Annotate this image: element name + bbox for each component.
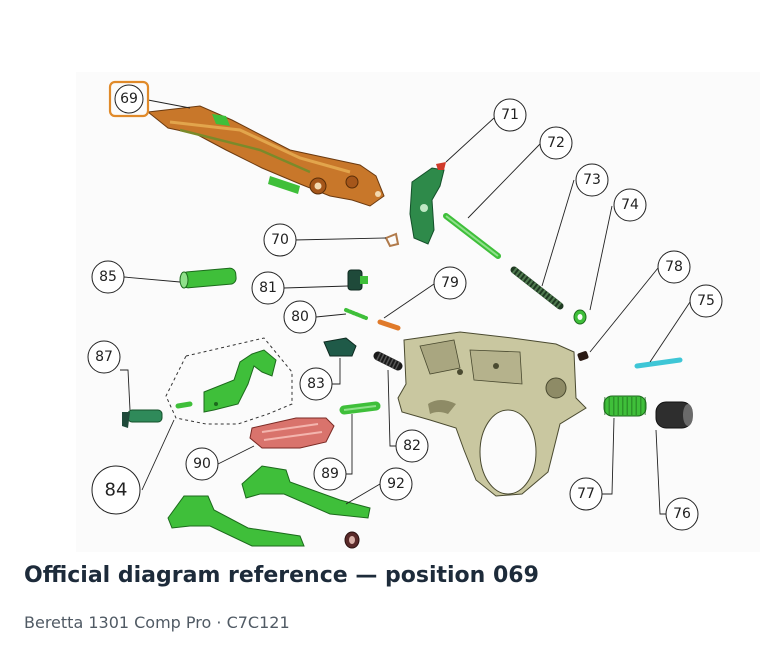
part-92-links[interactable] [167, 465, 371, 547]
part-84-group[interactable] [165, 337, 293, 425]
callout-78[interactable]: 78 [657, 250, 691, 284]
callout-79[interactable]: 79 [433, 266, 467, 300]
part-75-pin[interactable] [634, 357, 683, 369]
svg-text:77: 77 [577, 486, 595, 502]
callout-76[interactable]: 76 [665, 497, 699, 531]
part-81-button[interactable] [347, 269, 368, 291]
callout-70[interactable]: 70 [263, 223, 297, 257]
callout-90[interactable]: 90 [185, 447, 219, 481]
part-69-hammer-lever[interactable] [146, 105, 385, 207]
svg-text:80: 80 [291, 309, 309, 325]
part-85-pin[interactable] [179, 267, 237, 289]
callout-77[interactable]: 77 [569, 477, 603, 511]
svg-text:87: 87 [95, 349, 113, 365]
svg-text:81: 81 [259, 280, 277, 296]
svg-text:69: 69 [120, 91, 138, 107]
part-82-spring[interactable] [373, 351, 403, 371]
svg-text:92: 92 [387, 476, 405, 492]
callout-81[interactable]: 81 [251, 271, 285, 305]
svg-text:85: 85 [99, 269, 117, 285]
svg-text:83: 83 [307, 376, 325, 392]
callout-83[interactable]: 83 [299, 367, 333, 401]
washer-part [344, 531, 360, 549]
part-72-pin[interactable] [443, 213, 501, 259]
caption-title: Official diagram reference — position 06… [24, 563, 539, 588]
callout-80[interactable]: 80 [283, 300, 317, 334]
highlight-box-69 [108, 80, 150, 118]
svg-text:84: 84 [105, 480, 128, 501]
caption-subtitle: Beretta 1301 Comp Pro · C7C121 [24, 613, 290, 632]
callout-85[interactable]: 85 [91, 260, 125, 294]
svg-text:89: 89 [321, 466, 339, 482]
svg-text:75: 75 [697, 293, 715, 309]
callout-89[interactable]: 89 [313, 457, 347, 491]
callout-73[interactable]: 73 [575, 163, 609, 197]
callout-84[interactable]: 84 [91, 465, 141, 515]
trigger-guard-housing [397, 331, 587, 497]
callout-75[interactable]: 75 [689, 284, 723, 318]
part-90-carrier[interactable] [249, 417, 335, 449]
svg-text:73: 73 [583, 172, 601, 188]
part-78-plunger[interactable] [577, 351, 589, 362]
callout-87[interactable]: 87 [87, 340, 121, 374]
part-79-pin[interactable] [377, 319, 401, 331]
svg-text:78: 78 [665, 259, 683, 275]
callout-74[interactable]: 74 [613, 188, 647, 222]
svg-text:70: 70 [271, 232, 289, 248]
svg-text:82: 82 [403, 438, 421, 454]
callout-71[interactable]: 71 [493, 98, 527, 132]
part-80-spring[interactable] [344, 308, 368, 320]
callout-82[interactable]: 82 [395, 429, 429, 463]
part-71-lever[interactable] [409, 162, 446, 245]
part-89-pin[interactable] [339, 401, 381, 415]
part-74-ring[interactable] [573, 309, 587, 325]
part-70-clip[interactable] [384, 232, 400, 248]
part-87-lever[interactable] [122, 409, 163, 428]
callout-69[interactable]: 69 [114, 84, 144, 114]
svg-text:90: 90 [193, 456, 211, 472]
callout-92[interactable]: 92 [379, 467, 413, 501]
part-76-weight[interactable] [655, 401, 693, 429]
svg-text:71: 71 [501, 107, 519, 123]
svg-text:76: 76 [673, 506, 691, 522]
svg-text:79: 79 [441, 275, 459, 291]
part-83-block[interactable] [323, 337, 357, 357]
exploded-parts-diagram: 69 70 71 72 73 74 75 76 77 78 79 80 81 8… [76, 72, 760, 552]
callout-72[interactable]: 72 [539, 126, 573, 160]
part-73-spring[interactable] [510, 266, 564, 310]
svg-text:72: 72 [547, 135, 565, 151]
callouts: 69 70 71 72 73 74 75 76 77 78 79 80 81 8… [87, 80, 723, 531]
part-77-spring[interactable] [603, 395, 647, 417]
svg-text:74: 74 [621, 197, 639, 213]
